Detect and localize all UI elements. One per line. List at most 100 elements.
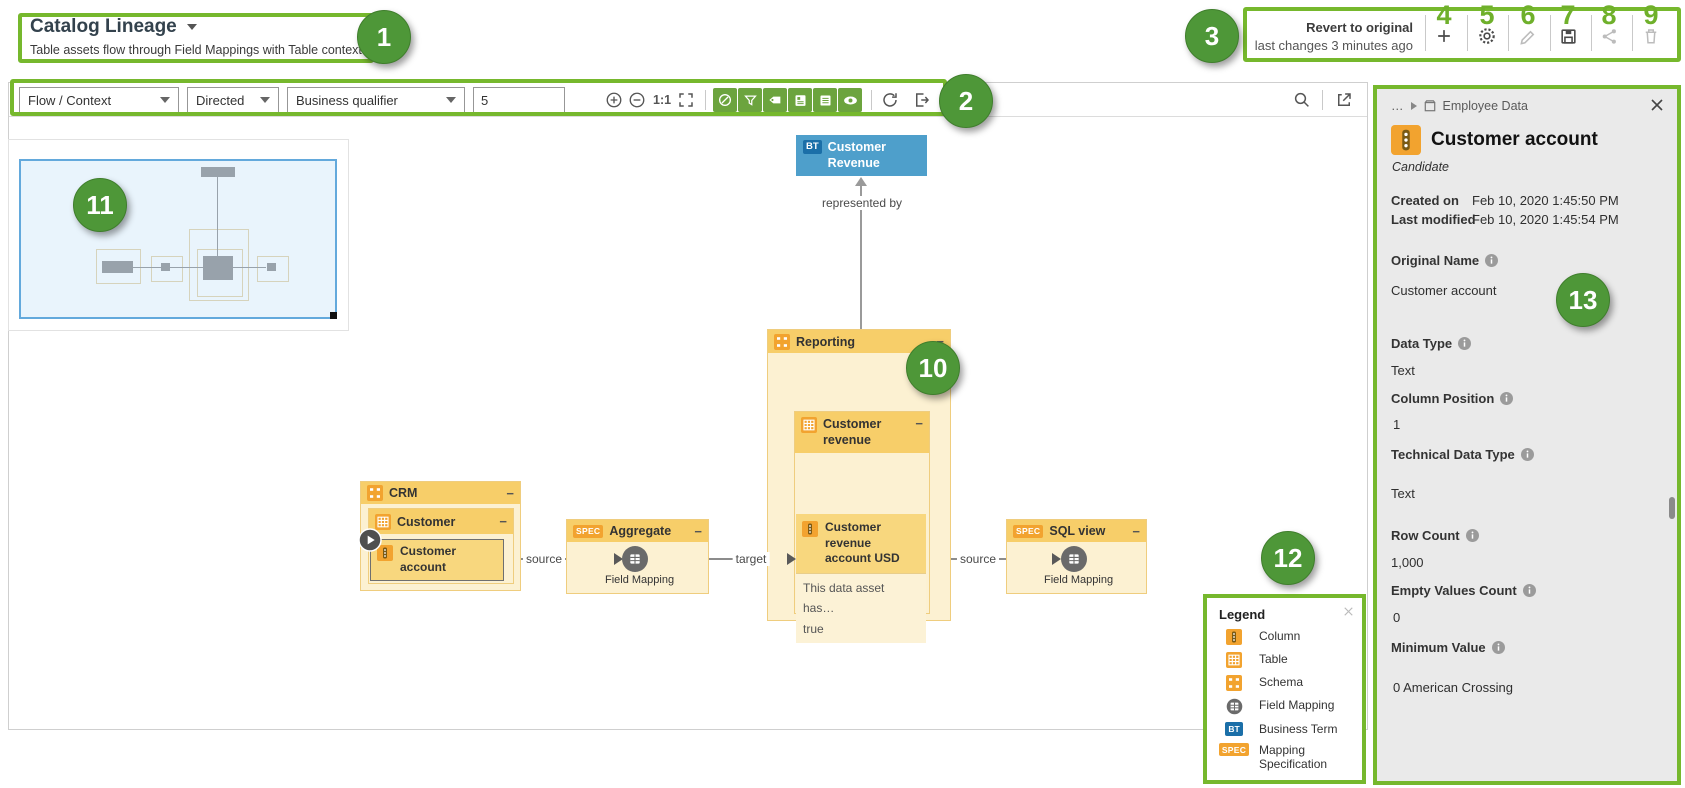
arrowhead-right-icon bbox=[1052, 553, 1061, 565]
breadcrumb-arrow-icon bbox=[1410, 102, 1417, 110]
list-view-toggle[interactable] bbox=[813, 88, 837, 112]
breadcrumb-more[interactable]: … bbox=[1391, 99, 1404, 113]
page-subtitle: Table assets flow through Field Mappings… bbox=[30, 43, 362, 57]
settings-button[interactable] bbox=[1475, 24, 1499, 48]
meta-value: Feb 10, 2020 1:45:50 PM bbox=[1472, 193, 1619, 208]
layout-select[interactable]: Flow / Context bbox=[19, 87, 179, 113]
minimap-resize-handle[interactable] bbox=[330, 312, 337, 319]
labels-toggle[interactable] bbox=[763, 88, 787, 112]
field-mapping-node[interactable] bbox=[622, 546, 648, 572]
pencil-icon bbox=[1519, 30, 1534, 45]
minimap-edge bbox=[133, 267, 266, 268]
zoom-in-button[interactable] bbox=[605, 91, 623, 109]
node-spec-sql-view[interactable]: SPEC SQL view − bbox=[1006, 519, 1147, 594]
minimap-node bbox=[161, 263, 170, 271]
add-button[interactable] bbox=[1432, 24, 1456, 48]
edge-target bbox=[649, 558, 789, 560]
refresh-button[interactable] bbox=[881, 91, 899, 109]
field-mapping-icon bbox=[1226, 698, 1242, 715]
asset-status: Candidate bbox=[1392, 160, 1449, 174]
panel-scrollbar[interactable] bbox=[1669, 497, 1675, 519]
filter-toggle[interactable] bbox=[738, 88, 762, 112]
column-label: Customer revenue account USD bbox=[825, 520, 900, 566]
breadcrumb-item[interactable]: Employee Data bbox=[1442, 99, 1528, 113]
collapse-button[interactable]: − bbox=[499, 514, 507, 529]
open-external-button[interactable] bbox=[1335, 91, 1353, 109]
revert-title[interactable]: Revert to original bbox=[1306, 20, 1413, 35]
callout-8: 8 bbox=[1601, 0, 1617, 30]
qualifier-select[interactable]: Business qualifier bbox=[287, 87, 465, 113]
fit-screen-button[interactable] bbox=[677, 91, 695, 109]
spec-badge: SPEC bbox=[573, 524, 604, 538]
legend-label: Business Term bbox=[1259, 722, 1338, 736]
legend-item-table: Table bbox=[1219, 652, 1350, 668]
direction-overlay-toggle[interactable] bbox=[713, 88, 737, 112]
column-icon bbox=[802, 521, 818, 537]
info-icon[interactable] bbox=[1522, 584, 1536, 597]
depth-input[interactable] bbox=[473, 87, 565, 113]
node-spec-aggregate[interactable]: SPEC Aggregate − bbox=[566, 519, 709, 594]
info-icon[interactable] bbox=[1491, 641, 1505, 654]
field-label: Column Position bbox=[1391, 391, 1514, 406]
minimap-node bbox=[201, 167, 235, 177]
legend-item-field-mapping: Field Mapping bbox=[1219, 698, 1350, 715]
panel-close-button[interactable] bbox=[1651, 99, 1663, 111]
collapse-button[interactable]: − bbox=[1132, 523, 1140, 539]
table-icon bbox=[1226, 652, 1242, 668]
business-term-badge: BT bbox=[803, 140, 822, 154]
visibility-toggle[interactable] bbox=[838, 88, 862, 112]
direction-select[interactable]: Directed bbox=[187, 87, 279, 113]
collapse-button[interactable]: − bbox=[915, 416, 923, 431]
node-column-customer-revenue-account-usd[interactable]: Customer revenue account USD This data a… bbox=[796, 514, 926, 643]
node-column-customer-account[interactable]: Customer account bbox=[370, 539, 504, 581]
info-icon[interactable] bbox=[1485, 254, 1499, 267]
expand-lineage-button[interactable] bbox=[358, 528, 382, 552]
field-value: Text bbox=[1391, 363, 1415, 378]
divider bbox=[1550, 15, 1551, 51]
card-view-toggle[interactable] bbox=[788, 88, 812, 112]
callout-4: 4 bbox=[1436, 0, 1452, 30]
info-icon[interactable] bbox=[1520, 448, 1534, 461]
zoom-out-button[interactable] bbox=[628, 91, 646, 109]
save-button[interactable] bbox=[1556, 24, 1580, 48]
legend-label: Table bbox=[1259, 652, 1288, 666]
collapse-button[interactable]: − bbox=[694, 523, 702, 539]
field-mapping-node[interactable] bbox=[1061, 546, 1087, 572]
callout-10: 10 bbox=[906, 341, 960, 395]
mapping-spec-icon: SPEC bbox=[1218, 743, 1250, 756]
share-button[interactable] bbox=[1597, 24, 1621, 48]
info-icon[interactable] bbox=[1458, 337, 1472, 350]
info-icon[interactable] bbox=[1465, 529, 1479, 542]
legend-label: Field Mapping bbox=[1259, 698, 1335, 712]
column-icon bbox=[377, 545, 393, 561]
revert-block[interactable]: Revert to original last changes 3 minute… bbox=[1255, 20, 1413, 53]
callout-7: 7 bbox=[1560, 0, 1576, 30]
field-value: Customer account bbox=[1391, 283, 1497, 298]
edge-label-target: target bbox=[732, 552, 770, 566]
eye-icon bbox=[843, 96, 857, 104]
delete-button[interactable] bbox=[1639, 24, 1663, 48]
callout-5: 5 bbox=[1479, 0, 1495, 30]
node-business-term-customer-revenue[interactable]: BT Customer Revenue bbox=[796, 135, 927, 177]
info-icon[interactable] bbox=[1500, 392, 1514, 405]
divider bbox=[1322, 90, 1323, 110]
page-title: Catalog Lineage bbox=[30, 16, 177, 37]
list-icon bbox=[820, 95, 830, 105]
export-button[interactable] bbox=[913, 91, 931, 109]
asset-detail-panel: … Employee Data Customer account Candida… bbox=[1373, 85, 1681, 785]
chevron-down-icon bbox=[260, 97, 270, 103]
breadcrumb[interactable]: … Employee Data bbox=[1391, 99, 1528, 113]
minimap-viewport[interactable] bbox=[19, 159, 337, 319]
close-icon bbox=[1344, 607, 1353, 616]
chevron-down-icon bbox=[160, 97, 170, 103]
collapse-button[interactable]: − bbox=[506, 485, 514, 501]
schema-icon bbox=[1226, 675, 1242, 691]
edit-button[interactable] bbox=[1516, 24, 1540, 48]
revert-subtitle: last changes 3 minutes ago bbox=[1254, 38, 1413, 53]
chevron-down-icon[interactable] bbox=[186, 24, 197, 30]
legend-label: Schema bbox=[1259, 675, 1304, 689]
field-value: 1,000 bbox=[1391, 555, 1424, 570]
zoom-reset-button[interactable]: 1:1 bbox=[653, 93, 672, 107]
legend-close-button[interactable] bbox=[1344, 607, 1353, 616]
search-button[interactable] bbox=[1293, 91, 1311, 109]
